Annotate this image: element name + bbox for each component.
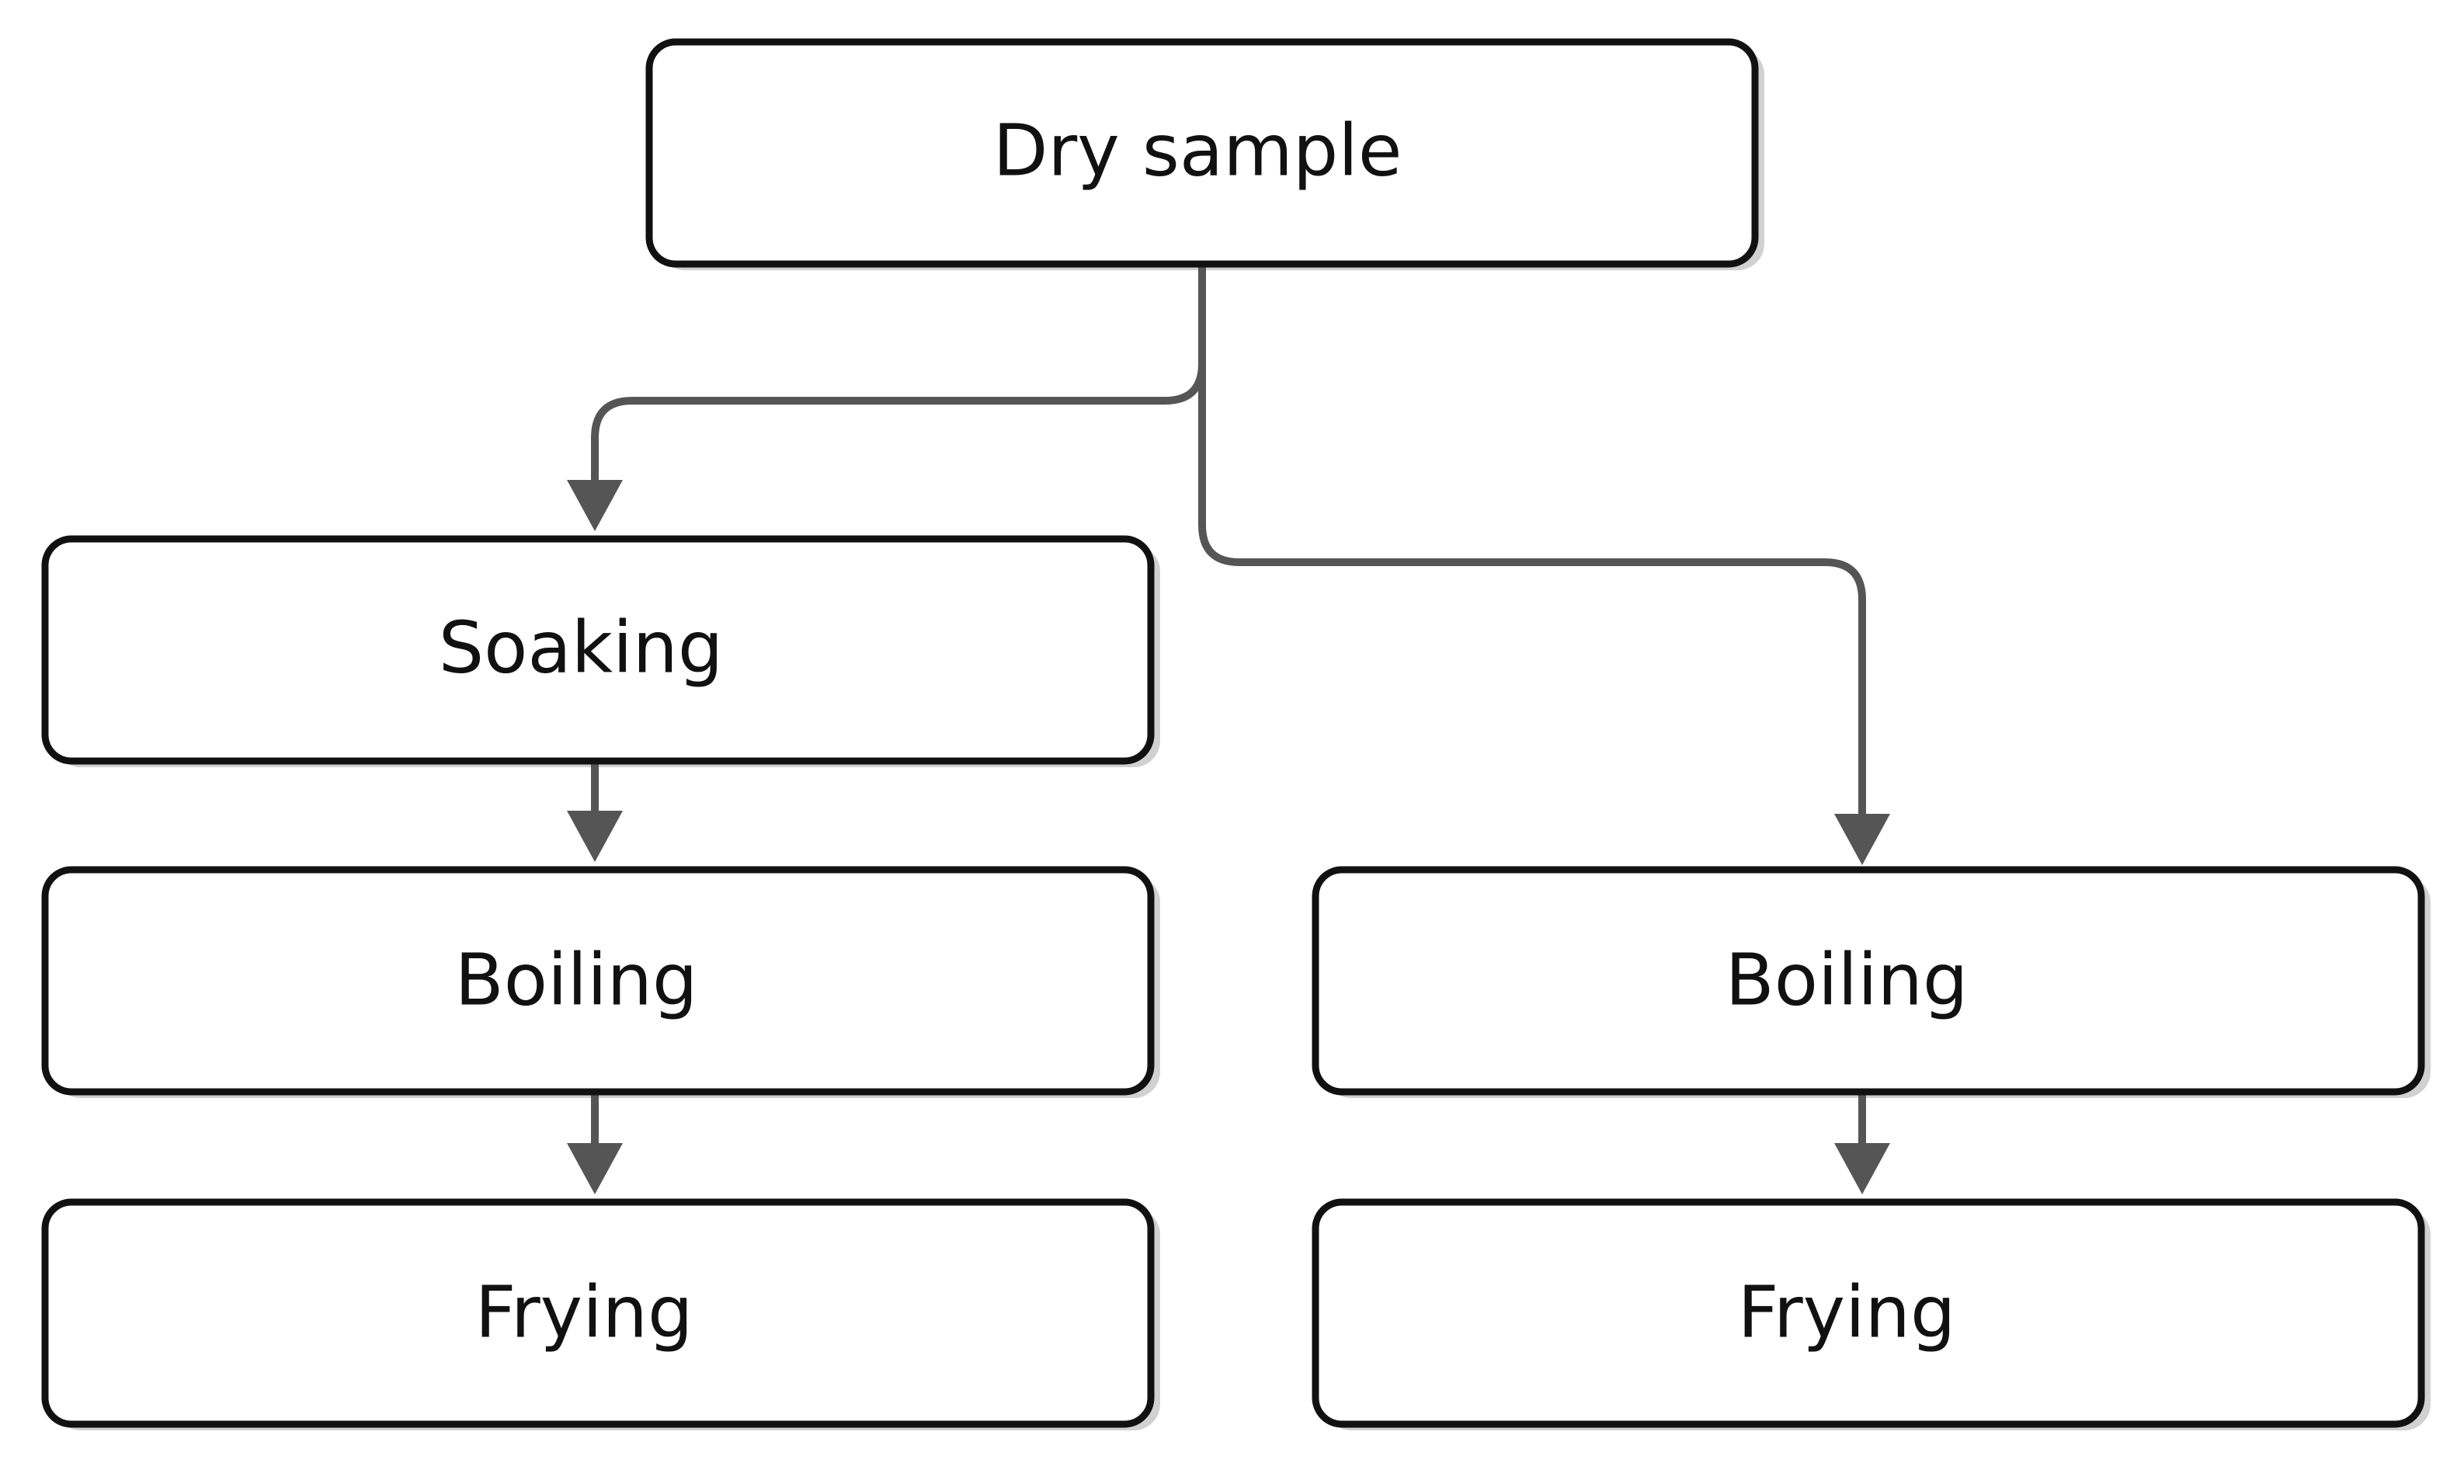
frying-left-label: Frying [475,1270,693,1354]
frying-right-label: Frying [1738,1270,1956,1354]
node-dry-sample: Dry sample [645,38,1759,268]
boiling-right-box [1312,866,2425,1096]
node-soaking: Soaking [41,535,1155,765]
dry-sample-label: Dry sample [993,109,1402,192]
connector-dry-sample-to-soaking [591,262,1206,487]
arrow-soaking-to-boiling-left [567,811,623,862]
soaking-label: Soaking [439,606,724,689]
nodes: Dry sample Soaking Boiling Frying Boilin… [41,38,2425,1428]
connectors [567,262,1890,1194]
node-frying-left: Frying [41,1198,1155,1428]
node-boiling-right: Boiling [1312,866,2425,1096]
dry-sample-box [645,38,1759,268]
boiling-right-label: Boiling [1725,938,1969,1021]
arrow-boiling-left-to-frying-left [567,1143,623,1194]
arrow-boiling-right-to-frying-right [1834,1143,1890,1194]
node-boiling-left: Boiling [41,866,1155,1096]
arrow-dry-sample-to-soaking [567,480,623,531]
arrow-dry-sample-to-boiling-right [1834,814,1890,865]
frying-left-box [41,1198,1155,1428]
connector-dry-sample-to-boiling-right [1198,262,1866,821]
boiling-left-label: Boiling [455,938,698,1021]
boiling-left-box [41,866,1155,1096]
node-frying-right: Frying [1312,1198,2425,1428]
soaking-box [41,535,1155,765]
frying-right-box [1312,1198,2425,1428]
